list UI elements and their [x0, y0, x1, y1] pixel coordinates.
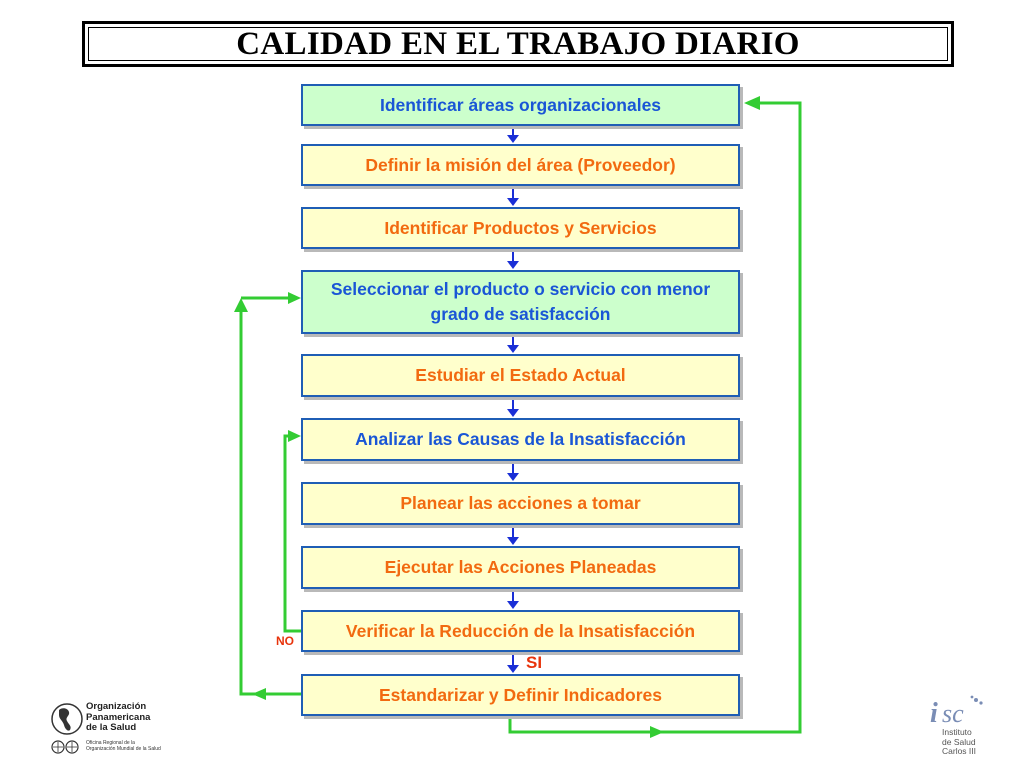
- loop-right-mid-arrowhead: [650, 726, 664, 738]
- flow-arrowhead-7: [507, 537, 519, 545]
- flow-arrowhead-3: [507, 261, 519, 269]
- step-seleccionar-producto: Seleccionar el producto o servicio con m…: [301, 270, 740, 334]
- ops-subtitle: Oficina Regional de la Organización Mund…: [86, 740, 161, 752]
- step-label: Identificar Productos y Servicios: [384, 217, 657, 238]
- step-definir-mision: Definir la misión del área (Proveedor): [301, 144, 740, 186]
- svg-text:i: i: [930, 698, 938, 728]
- isciii-logo: i sc Instituto de Salud Carlos III: [928, 694, 988, 760]
- step-label: Ejecutar las Acciones Planeadas: [384, 557, 657, 577]
- flow-arrowhead-2: [507, 198, 519, 206]
- step-label: Planear las acciones a tomar: [400, 493, 641, 513]
- loop-no-line: [283, 434, 301, 633]
- loop-left-outer-top-arrowhead: [288, 292, 301, 304]
- step-verificar-reduccion: Verificar la Reducción de la Insatisfacc…: [301, 610, 740, 652]
- flow-arrowhead-5: [507, 409, 519, 417]
- loop-right-line: [508, 101, 802, 734]
- step-label: Definir la misión del área (Proveedor): [365, 154, 676, 175]
- step-estandarizar: Estandarizar y Definir Indicadores: [301, 674, 740, 716]
- loop-left-outer-bottom-arrowhead: [252, 688, 266, 700]
- title-inner-frame: CALIDAD EN EL TRABAJO DIARIO: [88, 25, 948, 62]
- step-label: Verificar la Reducción de la Insatisfacc…: [345, 620, 696, 641]
- svg-text:sc: sc: [942, 699, 964, 728]
- step-label: Identificar áreas organizacionales: [379, 94, 662, 115]
- step-planear-acciones: Planear las acciones a tomar: [301, 482, 740, 525]
- step-label: Seleccionar el producto o servicio con m…: [330, 279, 711, 324]
- ops-logo: Organización Panamericana de la Salud Of…: [50, 701, 180, 756]
- flow-arrowhead-8: [507, 601, 519, 609]
- step-label: Analizar las Causas de la Insatisfacción: [355, 429, 686, 449]
- isciii-emblem-icon: i sc: [930, 695, 983, 729]
- isciii-name: Instituto de Salud Carlos III: [942, 727, 977, 756]
- ops-name: Organización Panamericana de la Salud: [86, 701, 151, 733]
- step-identificar-productos: Identificar Productos y Servicios: [301, 207, 740, 249]
- step-estudiar-estado: Estudiar el Estado Actual: [301, 354, 740, 397]
- step-ejecutar-acciones: Ejecutar las Acciones Planeadas: [301, 546, 740, 589]
- loop-no-arrowhead: [288, 430, 301, 442]
- flow-arrowhead-9: [507, 665, 519, 673]
- step-analizar-causas: Analizar las Causas de la Insatisfacción: [301, 418, 740, 461]
- step-label: Estandarizar y Definir Indicadores: [378, 684, 662, 705]
- loop-left-outer-arrowhead: [234, 298, 248, 312]
- flow-arrowhead-1: [507, 135, 519, 143]
- decision-no-label: NO: [276, 634, 294, 648]
- decision-yes-label: SI: [526, 653, 543, 672]
- title-frame: CALIDAD EN EL TRABAJO DIARIO: [82, 21, 954, 67]
- flow-arrowhead-6: [507, 473, 519, 481]
- loop-right-arrowhead: [744, 96, 760, 110]
- step-label: Estudiar el Estado Actual: [415, 365, 626, 385]
- step-identificar-areas: Identificar áreas organizacionales: [301, 84, 740, 126]
- loop-left-outer-line: [239, 310, 301, 696]
- page-title: CALIDAD EN EL TRABAJO DIARIO: [236, 25, 800, 62]
- flow-arrowhead-4: [507, 345, 519, 353]
- americas-globe-icon: [51, 703, 83, 754]
